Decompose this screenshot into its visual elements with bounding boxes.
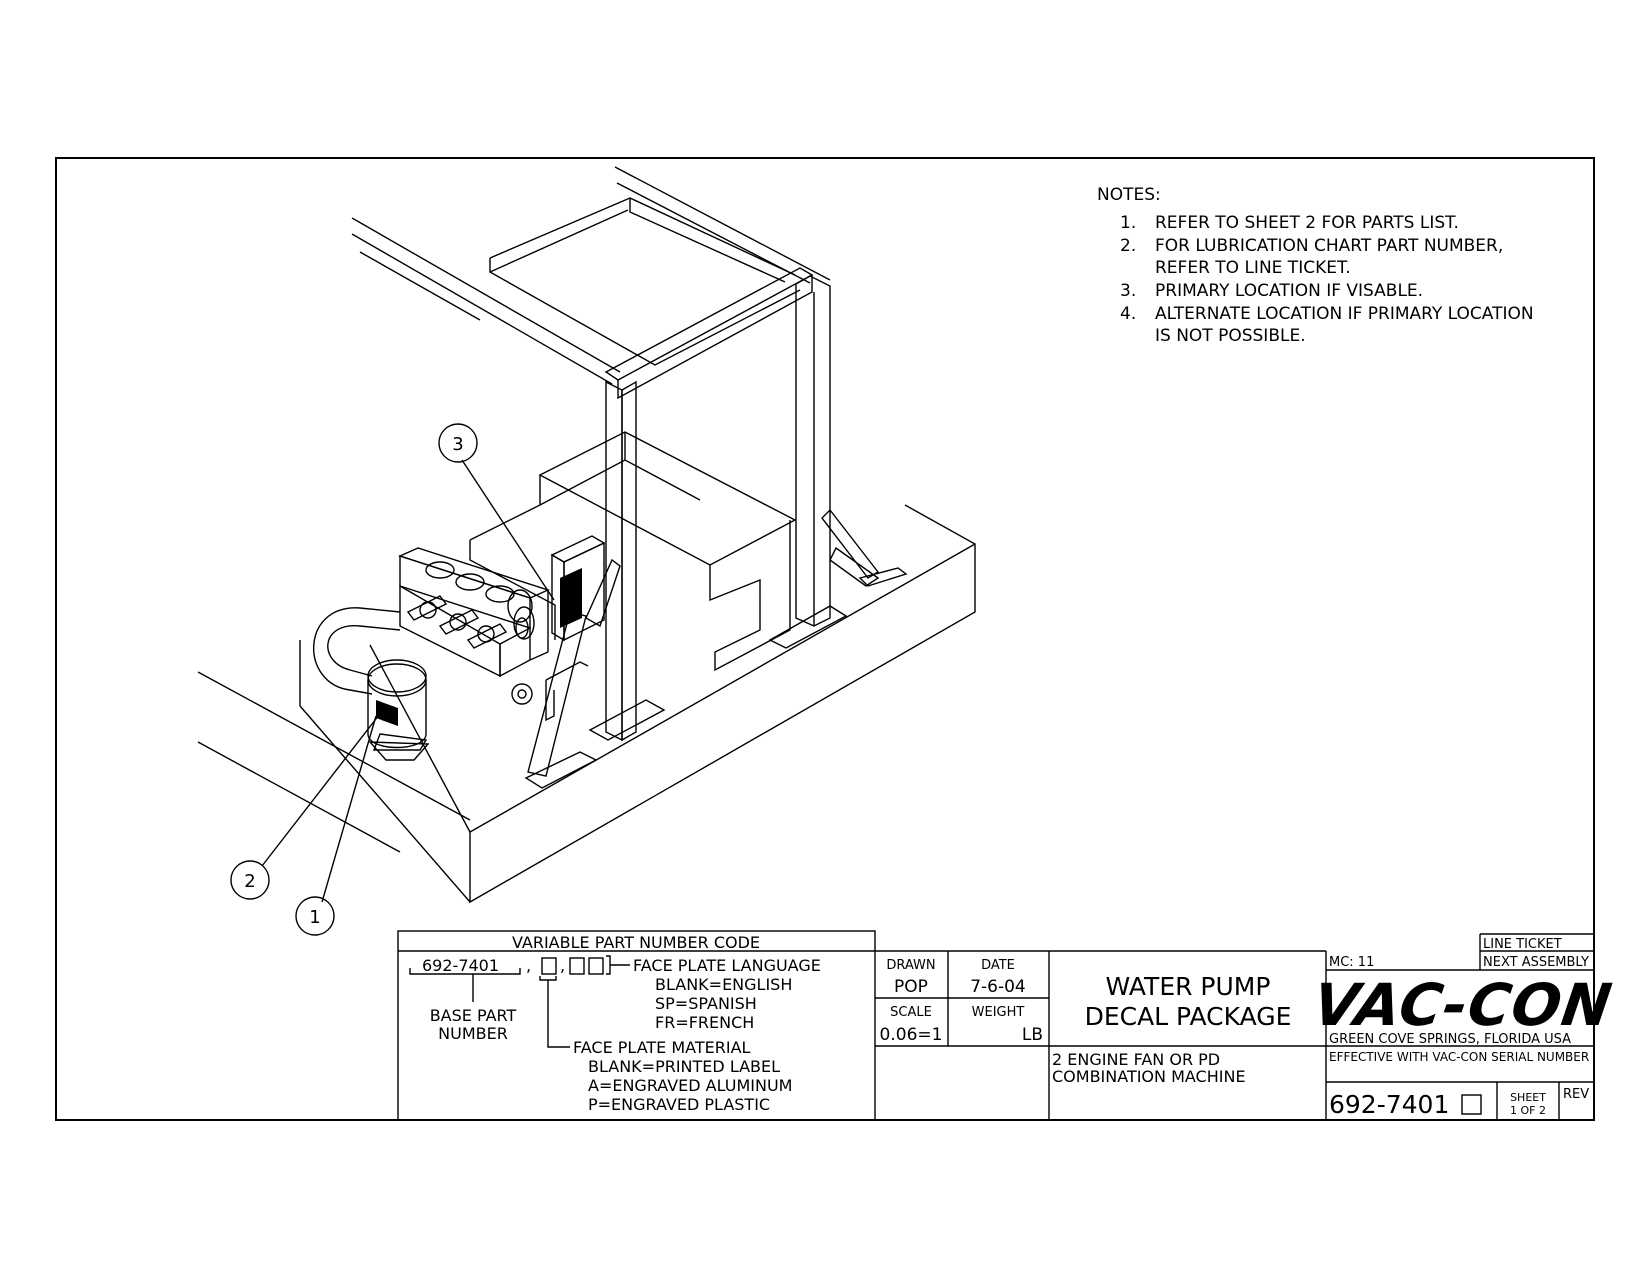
weight-unit: LB — [1022, 1025, 1043, 1045]
part-suffix-box — [1461, 1094, 1482, 1115]
line-ticket-label: LINE TICKET — [1483, 937, 1562, 952]
variable-code-title: VARIABLE PART NUMBER CODE — [512, 933, 760, 952]
separator-comma-1: , — [526, 956, 531, 975]
weight-label: WEIGHT — [972, 1005, 1025, 1020]
sheet-label: SHEET — [1510, 1091, 1546, 1104]
sheet-value: 1 OF 2 — [1510, 1104, 1546, 1117]
note-2-text-line1: FOR LUBRICATION CHART PART NUMBER, — [1155, 236, 1503, 256]
date-label: DATE — [981, 958, 1015, 973]
next-assembly-label: NEXT ASSEMBLY — [1483, 955, 1589, 970]
drawing-subtitle-line1: 2 ENGINE FAN OR PD — [1052, 1050, 1220, 1069]
date-value: 7-6-04 — [970, 977, 1026, 997]
callout-2: 2 — [230, 860, 270, 900]
effective-serial-label: EFFECTIVE WITH VAC-CON SERIAL NUMBER — [1329, 1050, 1589, 1064]
note-3-number: 3. — [1120, 281, 1136, 301]
note-3-text: PRIMARY LOCATION IF VISABLE. — [1155, 281, 1423, 301]
note-4-text-line1: ALTERNATE LOCATION IF PRIMARY LOCATION — [1155, 304, 1534, 324]
variable-part-number-code: VARIABLE PART NUMBER CODE 692-7401 BASE … — [397, 930, 876, 1121]
base-part-label-line2: NUMBER — [438, 1024, 508, 1043]
note-1-number: 1. — [1120, 213, 1136, 233]
callout-3-label: 3 — [452, 434, 463, 455]
drawn-value: POP — [894, 977, 928, 997]
material-option-plastic: P=ENGRAVED PLASTIC — [588, 1095, 770, 1114]
scale-label: SCALE — [890, 1005, 932, 1020]
note-2-number: 2. — [1120, 236, 1136, 256]
base-part-label-line1: BASE PART — [430, 1006, 517, 1025]
language-code-box-2 — [588, 957, 604, 975]
notes-block: NOTES: 1. REFER TO SHEET 2 FOR PARTS LIS… — [1097, 185, 1534, 346]
note-1-text: REFER TO SHEET 2 FOR PARTS LIST. — [1155, 213, 1459, 233]
language-code-box-1 — [569, 957, 585, 975]
face-plate-language-label: FACE PLATE LANGUAGE — [633, 956, 821, 975]
notes-heading: NOTES: — [1097, 185, 1161, 205]
part-number: 692-7401 — [1329, 1090, 1449, 1119]
separator-comma-2: , — [560, 956, 565, 975]
mc-label: MC: 11 — [1329, 955, 1374, 970]
title-block: DRAWN POP DATE 7-6-04 SCALE 0.06=1 WEIGH… — [875, 933, 1617, 1120]
note-4-text-line2: IS NOT POSSIBLE. — [1155, 326, 1306, 346]
callout-1-label: 1 — [309, 907, 320, 928]
primary-decal-location — [560, 568, 582, 628]
base-part-number: 692-7401 — [422, 956, 499, 975]
callout-1: 1 — [295, 896, 335, 936]
face-plate-material-label: FACE PLATE MATERIAL — [573, 1038, 751, 1057]
drawing-title-line1: WATER PUMP — [1106, 972, 1271, 1001]
callout-3: 3 — [438, 423, 478, 463]
callout-2-label: 2 — [244, 871, 255, 892]
language-option-spanish: SP=SPANISH — [655, 994, 757, 1013]
note-4-number: 4. — [1120, 304, 1136, 324]
language-option-french: FR=FRENCH — [655, 1013, 754, 1032]
note-2-text-line2: REFER TO LINE TICKET. — [1155, 258, 1351, 278]
drawing-subtitle-line2: COMBINATION MACHINE — [1052, 1067, 1246, 1086]
isometric-drawing — [197, 166, 976, 904]
language-option-english: BLANK=ENGLISH — [655, 975, 792, 994]
vac-con-logo: VAC-CON — [1309, 971, 1617, 1039]
alternate-decal-location — [376, 700, 398, 726]
rev-label: REV — [1563, 1087, 1589, 1102]
material-option-printed: BLANK=PRINTED LABEL — [588, 1057, 780, 1076]
scale-value: 0.06=1 — [880, 1025, 943, 1045]
material-code-box — [541, 957, 557, 975]
material-option-aluminum: A=ENGRAVED ALUMINUM — [588, 1076, 792, 1095]
company-location: GREEN COVE SPRINGS, FLORIDA USA — [1329, 1032, 1571, 1047]
drawn-label: DRAWN — [886, 958, 935, 973]
drawing-title-line2: DECAL PACKAGE — [1085, 1002, 1292, 1031]
